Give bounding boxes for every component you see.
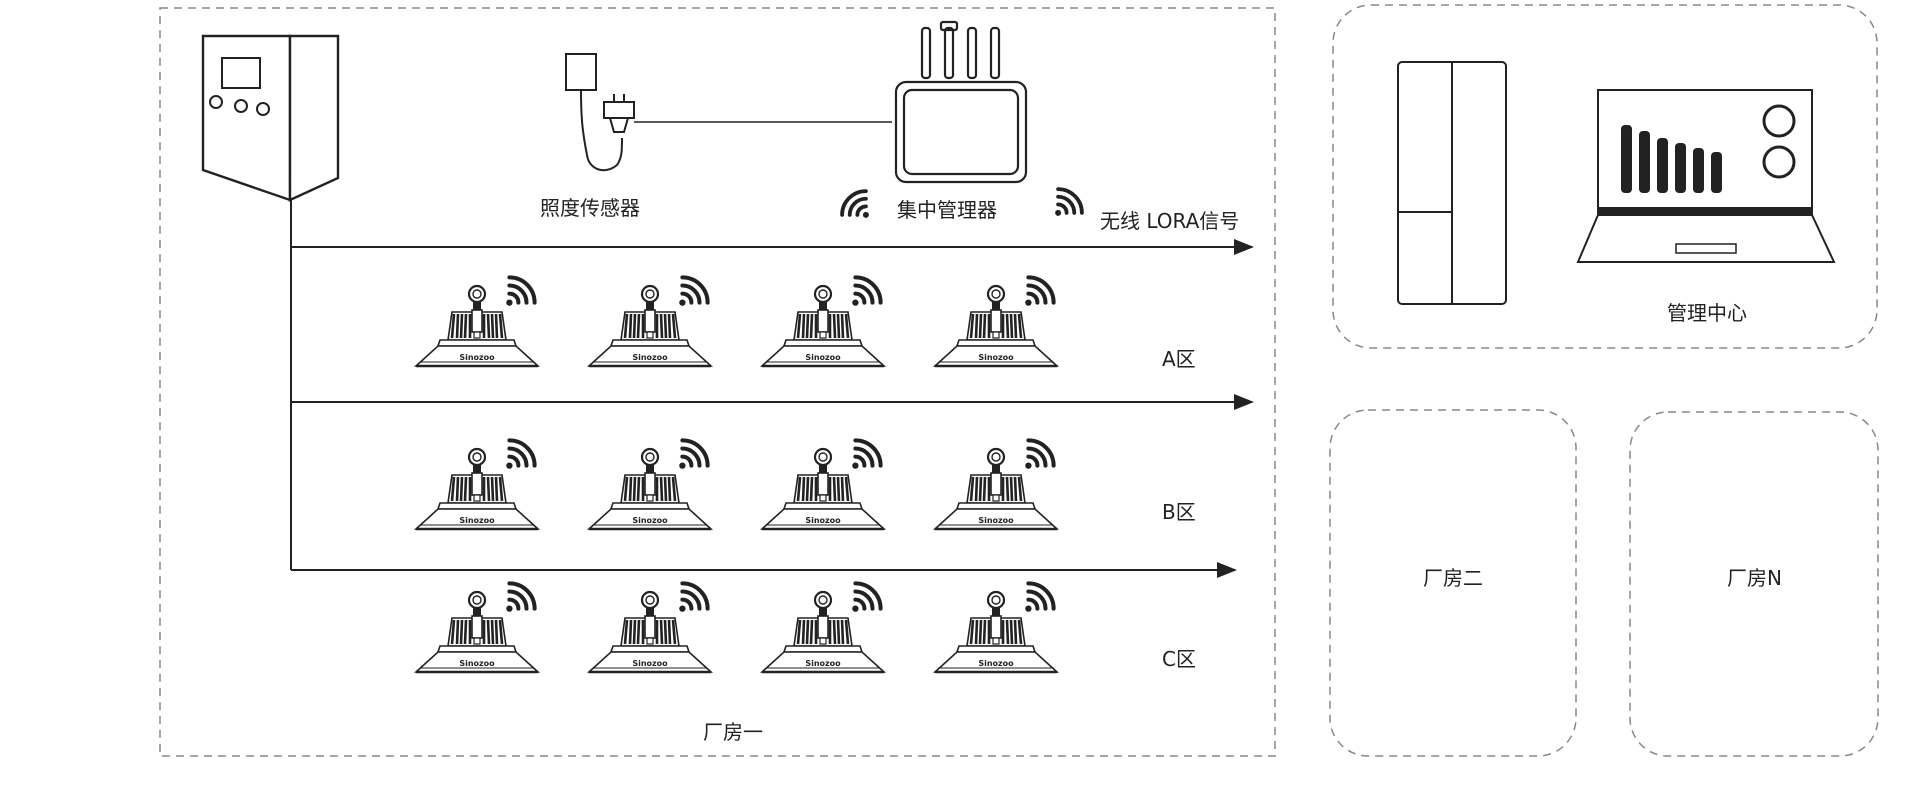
factory-two-label: 厂房二 (1423, 566, 1483, 590)
control-cabinet-icon (201, 34, 340, 202)
screen-bar-chart (1621, 125, 1722, 193)
lamp-wifi-icon (1025, 583, 1053, 611)
zone-a-label: A区 (1162, 347, 1196, 371)
lamp-wifi-icon (679, 583, 707, 611)
lamp-brand-label: Sinozoo (805, 659, 841, 668)
management-center-label: 管理中心 (1667, 301, 1747, 325)
lamp-wifi-icon (679, 277, 707, 305)
lamp-brand-label: Sinozoo (978, 516, 1014, 525)
lamp-wifi-icon (679, 440, 707, 468)
gateway-icon (894, 20, 1028, 184)
lamp-wifi-icon (852, 440, 880, 468)
zone-c-label: C区 (1162, 647, 1196, 671)
lamp-brand-label: Sinozoo (805, 516, 841, 525)
lamp-brand-label: Sinozoo (632, 659, 668, 668)
gateway-wifi-right-icon (1055, 189, 1082, 216)
lamp-brand-label: Sinozoo (632, 516, 668, 525)
gateway-label: 集中管理器 (897, 198, 997, 222)
bus-lines (290, 200, 1254, 578)
lamp-wifi-icon (852, 583, 880, 611)
lamp-wifi-icon (1025, 440, 1053, 468)
lamp-brand-label: Sinozoo (632, 353, 668, 362)
lamp-brand-label: Sinozoo (978, 353, 1014, 362)
factory-n-boundary (1629, 411, 1879, 757)
zone-b-label: B区 (1162, 500, 1196, 524)
lamp-brand-label: Sinozoo (459, 516, 495, 525)
lamp-wifi-icon (506, 277, 534, 305)
gateway-wifi-left-icon (842, 191, 869, 218)
lamp-brand-label: Sinozoo (459, 659, 495, 668)
server-cabinet-icon (1397, 61, 1507, 305)
lamp-brand-label: Sinozoo (459, 353, 495, 362)
factory-one-boundary (159, 7, 1276, 757)
sensor-label: 照度传感器 (540, 196, 640, 220)
lora-signal-label: 无线 LORA信号 (1100, 209, 1240, 233)
lamp-wifi-icon (506, 440, 534, 468)
management-center-boundary (1332, 4, 1878, 349)
lamp-brand-label: Sinozoo (805, 353, 841, 362)
illuminance-sensor-icon (565, 53, 892, 172)
lamp-wifi-icon (506, 583, 534, 611)
lamp-brand-label: Sinozoo (978, 659, 1014, 668)
lamp-wifi-icon (852, 277, 880, 305)
factory-n-label: 厂房N (1727, 566, 1782, 590)
lamp-wifi-icon (1025, 277, 1053, 305)
factory-one-label: 厂房一 (703, 720, 763, 744)
factory-two-boundary (1329, 409, 1577, 757)
laptop-icon (1576, 89, 1836, 263)
